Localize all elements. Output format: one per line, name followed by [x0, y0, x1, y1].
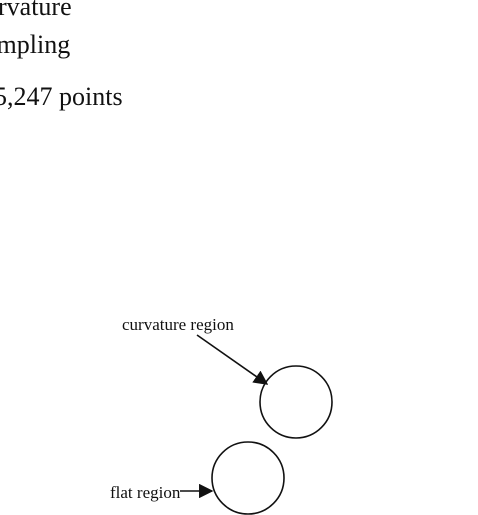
caption-line-1: urvature [0, 0, 72, 20]
flat-region-label: flat region [110, 484, 180, 501]
curvature-region-label: curvature region [122, 316, 234, 333]
point-count: 5,247 points [0, 84, 123, 110]
flat-region-circle [212, 442, 284, 514]
caption-line-2: ampling [0, 32, 70, 58]
